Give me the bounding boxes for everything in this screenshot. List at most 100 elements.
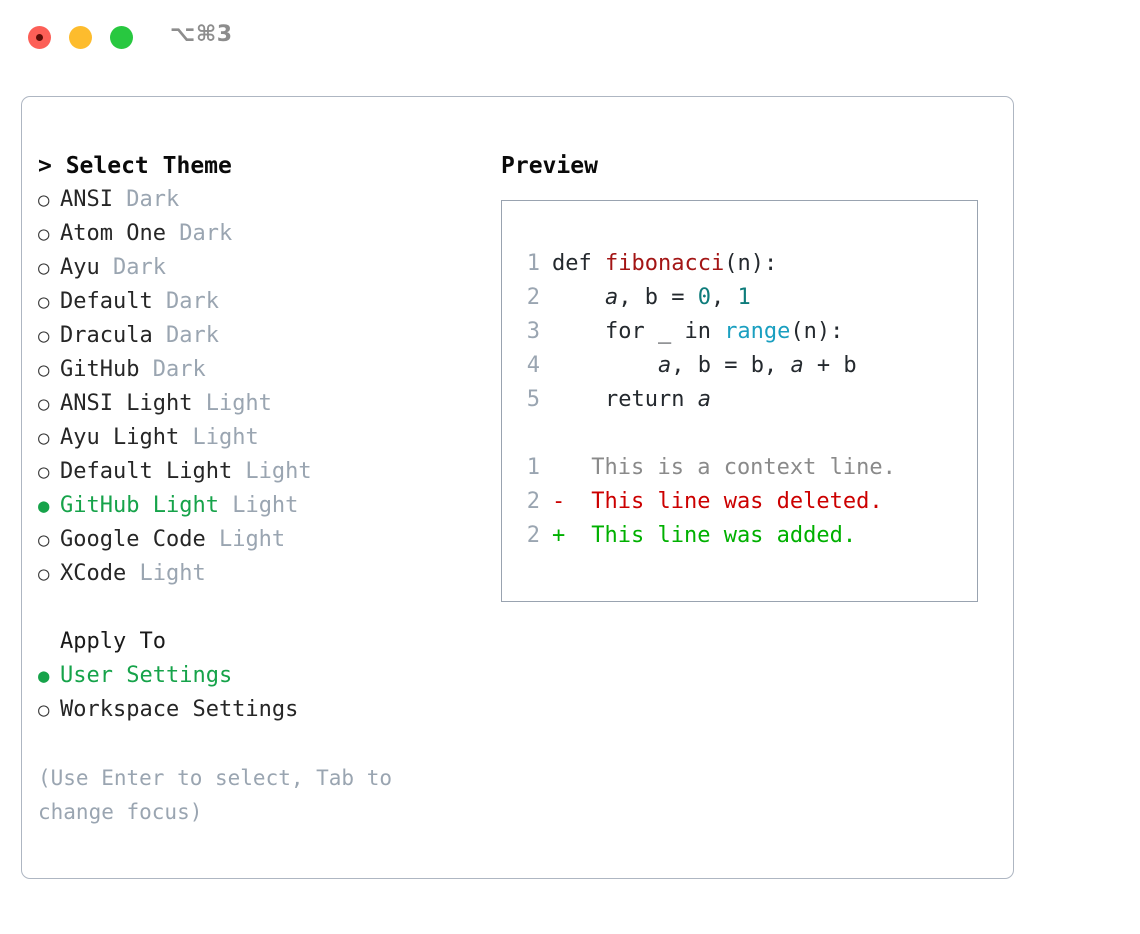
main-panel: > Select Theme ○ANSI Dark○Atom One Dark○… — [21, 96, 1014, 879]
theme-option-variant: Dark — [152, 323, 219, 348]
diff-marker: + — [552, 523, 566, 548]
line-number: 2 — [526, 523, 540, 548]
code-text: def fibonacci(n): — [552, 247, 777, 281]
line-number: 4 — [526, 353, 540, 378]
heading-bullet-placeholder: ○ — [38, 625, 60, 659]
theme-option-ayu[interactable]: ○ Ayu Dark — [38, 251, 478, 285]
radio-unselected-icon: ○ — [38, 359, 50, 381]
theme-option-variant: Dark — [165, 221, 233, 246]
theme-option-xcode[interactable]: ○XCode Light — [38, 557, 478, 591]
radio-selected-icon: ● — [38, 665, 50, 687]
keyboard-shortcut-label: ⌥⌘3 — [170, 22, 233, 47]
theme-option-variant: Light — [192, 391, 272, 416]
apply-to-label: Apply To — [60, 629, 166, 654]
code-token-plain — [552, 353, 658, 378]
diff-marker: - — [552, 489, 566, 514]
theme-option-variant: Dark — [99, 255, 166, 280]
radio-unselected-icon: ○ — [38, 563, 50, 585]
page-title: > Select Theme — [38, 153, 232, 179]
diff-marker — [552, 451, 578, 485]
diff-sample: 1 This is a context line. 2- This line wa… — [502, 451, 977, 553]
theme-option-variant: Dark — [152, 289, 219, 314]
theme-option-default-light[interactable]: ○Default Light Light — [38, 455, 478, 489]
theme-option-atom-one[interactable]: ○Atom One Dark — [38, 217, 478, 251]
code-token-var: a — [657, 353, 672, 378]
line-number: 2 — [526, 285, 540, 310]
code-token-var: a — [604, 285, 619, 310]
theme-option-label: Default Light — [60, 459, 233, 484]
code-token-plain: , — [618, 285, 645, 310]
list-spacer — [38, 591, 478, 625]
code-token-var: a — [790, 353, 804, 378]
apply-to-option-label: Workspace Settings — [60, 697, 299, 722]
theme-option-ayu-light[interactable]: ○Ayu Light Light — [38, 421, 478, 455]
radio-unselected-icon: ○ — [38, 427, 50, 449]
theme-option-label: ANSI Light — [60, 391, 193, 416]
code-line: 5 return a — [502, 383, 977, 417]
close-button[interactable] — [28, 26, 51, 49]
code-text: for _ in range(n): — [552, 315, 843, 349]
theme-option-label: GitHub — [60, 357, 140, 382]
theme-option-label: Google Code — [60, 527, 206, 552]
apply-to-option-label: User Settings — [60, 663, 233, 688]
code-line: 3 for _ in range(n): — [502, 315, 977, 349]
theme-option-default[interactable]: ○ Default Dark — [38, 285, 478, 319]
theme-option-variant: Light — [205, 527, 286, 552]
code-token-plain: (n): — [724, 251, 778, 276]
apply-to-option-list[interactable]: ● User Settings ○ Workspace Settings — [38, 659, 478, 727]
theme-option-label: Ayu — [60, 255, 100, 280]
code-token-var: a — [697, 387, 711, 412]
radio-unselected-icon: ○ — [38, 461, 50, 483]
theme-option-github-light[interactable]: ●GitHub Light Light — [38, 489, 478, 523]
code-token-plain: b — [644, 285, 658, 310]
theme-option-variant: Light — [179, 425, 259, 450]
code-token-builtin: range — [724, 319, 791, 344]
maximize-button[interactable] — [110, 26, 133, 49]
radio-unselected-icon: ○ — [38, 529, 50, 551]
radio-unselected-icon: ○ — [38, 291, 50, 313]
code-token-num: 1 — [737, 285, 751, 310]
theme-option-github[interactable]: ○ GitHub Dark — [38, 353, 478, 387]
theme-option-variant: Dark — [112, 187, 180, 212]
diff-text: This line was deleted. — [578, 489, 883, 514]
radio-unselected-icon: ○ — [38, 189, 50, 211]
line-number: 3 — [526, 319, 540, 344]
code-token-plain: return — [552, 387, 698, 412]
code-diff-separator — [502, 417, 977, 451]
radio-unselected-icon: ○ — [38, 257, 50, 279]
apply-to-option-workspace-settings[interactable]: ○ Workspace Settings — [38, 693, 478, 727]
theme-option-list[interactable]: ○ANSI Dark○Atom One Dark○Ayu Dark○Defaul… — [38, 183, 478, 591]
theme-option-label: GitHub Light — [60, 493, 219, 518]
line-number: 5 — [526, 387, 540, 412]
diff-line-ctx: 1 This is a context line. — [502, 451, 977, 485]
code-token-plain: def — [552, 251, 605, 276]
radio-unselected-icon: ○ — [38, 393, 50, 415]
theme-picker-pane: > Select Theme ○ANSI Dark○Atom One Dark○… — [38, 149, 478, 829]
theme-option-variant: Dark — [139, 357, 206, 382]
theme-option-ansi-light[interactable]: ○ ANSI Light Light — [38, 387, 478, 421]
theme-option-label: Default — [60, 289, 153, 314]
code-token-plain: for _ in — [552, 319, 725, 344]
code-text: a, b = b, a + b — [552, 349, 857, 383]
code-token-plain — [552, 285, 605, 310]
theme-option-ansi[interactable]: ○ANSI Dark — [38, 183, 478, 217]
theme-option-label: Atom One — [60, 221, 166, 246]
preview-title: Preview — [501, 153, 598, 179]
radio-unselected-icon: ○ — [38, 699, 50, 721]
code-token-fn: fibonacci — [604, 251, 725, 276]
line-number: 2 — [526, 489, 540, 514]
code-token-plain: (n): — [790, 319, 844, 344]
theme-option-dracula[interactable]: ○Dracula Dark — [38, 319, 478, 353]
theme-option-label: XCode — [60, 561, 127, 586]
code-token-plain: + b — [803, 353, 857, 378]
theme-option-google-code[interactable]: ○ Google Code Light — [38, 523, 478, 557]
theme-option-label: Dracula — [60, 323, 153, 348]
code-token-num: 0 — [697, 285, 711, 310]
radio-selected-icon: ● — [38, 495, 50, 517]
minimize-button[interactable] — [69, 26, 92, 49]
apply-to-option-user-settings[interactable]: ● User Settings — [38, 659, 478, 693]
